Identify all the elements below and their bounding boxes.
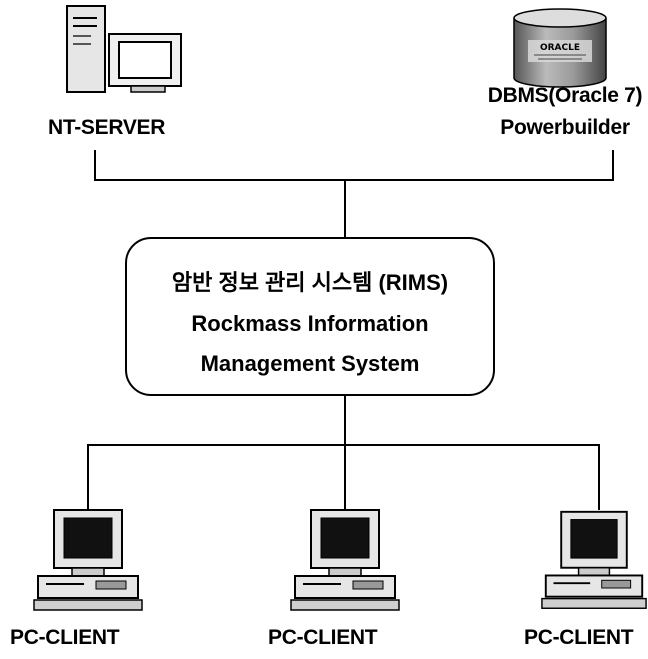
rims-title-korean: 암반 정보 관리 시스템 (RIMS)	[171, 270, 449, 295]
database-icon: ORACLE	[510, 8, 610, 90]
pc-client-label-1: PC-CLIENT	[10, 626, 120, 649]
rims-title-line3: Management System	[200, 351, 420, 376]
database-text: ORACLE	[540, 43, 580, 53]
powerbuilder-label: Powerbuilder	[500, 116, 630, 139]
client-wire	[87, 444, 600, 510]
pc-client-icon-2	[289, 508, 401, 614]
pc-client-label-2: PC-CLIENT	[268, 626, 378, 649]
pc-client-label-3: PC-CLIENT	[524, 626, 634, 649]
server-wire	[94, 150, 614, 181]
nt-server-label: NT-SERVER	[48, 116, 166, 139]
nt-server-icon	[65, 4, 185, 96]
pc-client-icon-1	[32, 508, 144, 614]
dbms-label: DBMS(Oracle 7)	[487, 84, 643, 107]
rims-title-line2: Rockmass Information	[191, 311, 429, 336]
pc-client-icon-3	[540, 508, 648, 614]
rims-box: 암반 정보 관리 시스템 (RIMS) Rockmass Information…	[125, 237, 495, 396]
